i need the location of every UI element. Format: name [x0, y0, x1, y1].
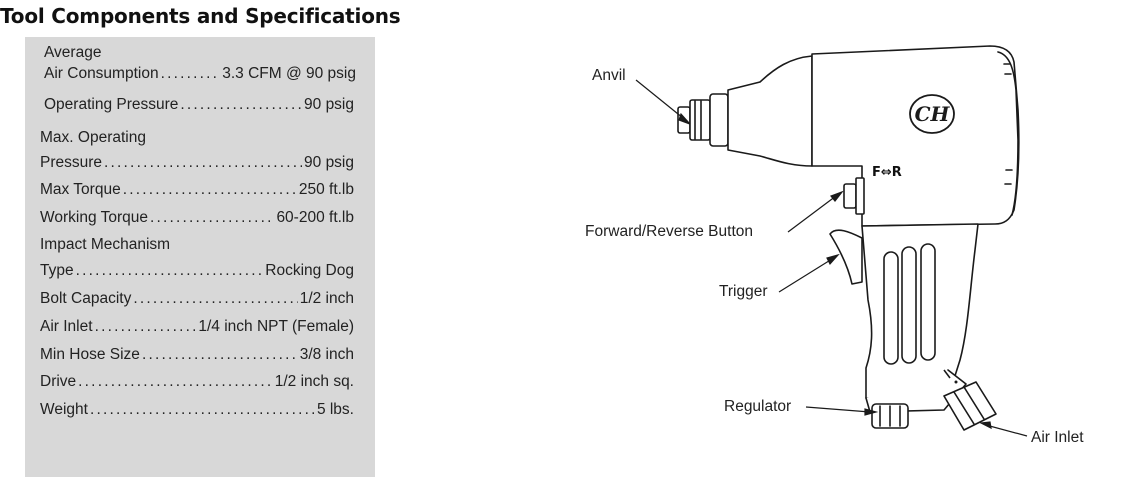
spec-label: Operating Pressure [44, 96, 179, 113]
fr-marking: F⇔R [872, 165, 902, 180]
spec-value: 5 lbs. [316, 401, 354, 418]
leader-dots: ........................................… [89, 401, 315, 418]
spec-min-hose-size: Min Hose Size...........................… [40, 344, 354, 365]
leader-dots: ........................................… [104, 154, 303, 171]
spec-label: Drive [40, 373, 77, 390]
spec-label: Pressure [40, 154, 103, 171]
grip-base [865, 369, 967, 413]
callout-forward-reverse-button: Forward/Reverse Button [585, 223, 753, 240]
campbell-hausfeld-logo: CH [909, 94, 955, 134]
callout-regulator: Regulator [724, 398, 792, 415]
spec-label: Min Hose Size [40, 346, 140, 363]
page-title: Tool Components and Specifications [0, 4, 401, 28]
spec-value: Rocking Dog [265, 262, 354, 279]
air-inlet-fitting-shape [943, 381, 997, 431]
leader-dots: ........................................… [94, 318, 197, 335]
spec-air-inlet: Air Inlet...............................… [40, 316, 354, 337]
spec-type: Type....................................… [40, 260, 354, 281]
callout-anvil: Anvil [592, 67, 626, 84]
svg-text:CH: CH [915, 102, 951, 126]
rear-cap [997, 51, 1019, 216]
spec-value: 3/8 inch [299, 346, 354, 363]
spec-value: 1/4 inch NPT (Female) [198, 318, 354, 335]
callout-trigger: Trigger [719, 283, 768, 300]
forward-reverse-button-shape [843, 177, 865, 215]
leader-dots: ........................................… [75, 262, 264, 279]
spec-value: 250 ft.lb [298, 181, 354, 198]
spec-working-torque: Working Torque..........................… [40, 207, 354, 228]
spec-drive: Drive...................................… [40, 371, 354, 392]
grip-handle [861, 223, 979, 399]
spec-label: Working Torque [40, 209, 148, 226]
leader-dots: ........................................… [180, 96, 302, 113]
spec-bolt-capacity: Bolt Capacity...........................… [40, 288, 354, 309]
leader-dots: ........................................… [141, 346, 298, 363]
leader-lines [635, 79, 1028, 437]
spec-average-label: Average [44, 44, 102, 61]
nose-housing [727, 55, 813, 167]
spec-panel: Average Air Consumption.................… [25, 37, 375, 477]
spec-impact-mechanism-label: Impact Mechanism [40, 236, 171, 253]
leader-dots: ........................................… [122, 181, 297, 198]
leader-dots: ........................................… [150, 209, 274, 226]
regulator-knob-shape [871, 403, 909, 429]
spec-label: Max Torque [40, 181, 121, 198]
spec-value: 1/2 inch [299, 290, 354, 307]
spec-label: Air Inlet [40, 318, 93, 335]
spec-max-operating-label: Max. Operating [40, 129, 146, 146]
spec-label: Type [40, 262, 74, 279]
spec-label: Air Consumption [44, 65, 159, 82]
spec-label: Weight [40, 401, 88, 418]
leader-dots: ........................................… [160, 65, 221, 82]
spec-value: 90 psig [304, 154, 354, 171]
main-housing [811, 45, 1020, 227]
leader-dots: ........................................… [78, 373, 273, 390]
spec-weight: Weight..................................… [40, 399, 354, 420]
spec-value: 1/2 inch sq. [274, 373, 354, 390]
impact-wrench-diagram: CH F⇔R [635, 45, 1028, 437]
spec-value: 60-200 ft.lb [276, 209, 354, 226]
spec-operating-pressure: Operating Pressure......................… [44, 94, 354, 115]
trigger-shape [829, 229, 863, 285]
spec-label: Bolt Capacity [40, 290, 132, 307]
spec-max-torque: Max Torque..............................… [40, 179, 354, 200]
leader-dots: ........................................… [133, 290, 297, 307]
callout-air-inlet: Air Inlet [1031, 429, 1084, 446]
spec-max-pressure: Pressure................................… [40, 152, 354, 173]
spec-value: 90 psig [304, 96, 354, 113]
spec-air-consumption: Air Consumption.........................… [44, 63, 356, 84]
spec-value: 3.3 CFM @ 90 psig [222, 65, 356, 82]
